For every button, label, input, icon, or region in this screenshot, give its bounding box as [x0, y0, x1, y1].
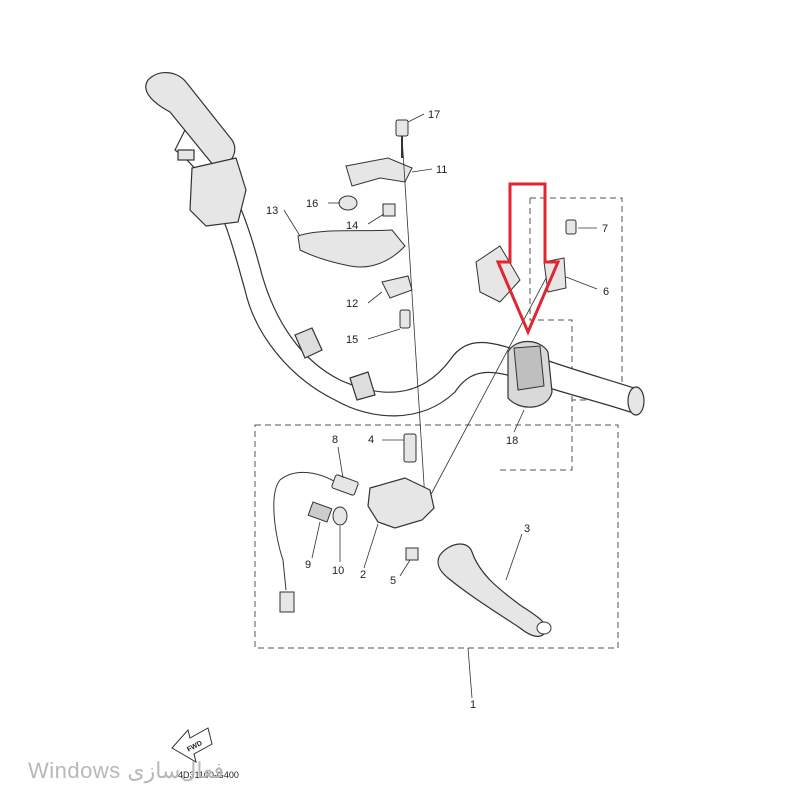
callout-4: 4 — [368, 434, 374, 446]
part-10-washer — [332, 506, 348, 526]
switch-assembly-boundary — [530, 197, 623, 401]
callout-12: 12 — [346, 298, 358, 310]
callout-10: 10 — [332, 565, 344, 577]
handlebar-knurl-left — [294, 327, 323, 359]
callout-2: 2 — [360, 569, 366, 581]
switch-connector — [279, 591, 295, 613]
part-14-nut — [382, 203, 396, 217]
right-grip-end — [627, 386, 645, 416]
assembly-guide-line — [401, 135, 426, 501]
switch-inner-boundary — [500, 198, 573, 471]
part-8-wire — [273, 471, 346, 591]
callout-16: 16 — [306, 198, 318, 210]
callout-15: 15 — [346, 334, 358, 346]
highlight-arrow-icon — [495, 182, 561, 336]
switch-guide-line — [427, 264, 554, 501]
left-grip — [145, 72, 236, 167]
fwd-arrow-icon: FWD — [171, 727, 213, 764]
diagram-code: 4D31100-G400 — [178, 770, 239, 780]
part-11-bracket — [345, 157, 413, 187]
handlebar-knurl-right — [349, 371, 376, 401]
part-13-holder — [297, 229, 406, 268]
callout-14: 14 — [346, 220, 358, 232]
part-7-screw — [565, 219, 577, 235]
callout-6: 6 — [603, 286, 609, 298]
callout-9: 9 — [305, 559, 311, 571]
leader-lines — [283, 113, 598, 699]
part-15-screw — [399, 309, 411, 329]
left-clamp-bolt — [177, 149, 195, 161]
callout-5: 5 — [390, 575, 396, 587]
part-12-plate — [381, 275, 413, 299]
callout-18: 18 — [506, 435, 518, 447]
callout-1: 1 — [470, 699, 476, 711]
callout-11: 11 — [436, 164, 447, 176]
part-2-bracket — [367, 477, 435, 529]
callout-7: 7 — [602, 223, 608, 235]
part-5-nut — [405, 547, 419, 561]
part-9-spring — [307, 501, 333, 523]
part-17-bolt — [395, 119, 409, 137]
part-3-lever-tip — [536, 621, 552, 635]
lever-assembly-boundary — [254, 424, 619, 649]
part-4-bolt — [403, 433, 417, 463]
part-16-cap — [338, 195, 358, 211]
callout-17: 17 — [428, 109, 440, 121]
callout-8: 8 — [332, 434, 338, 446]
windows-activation-watermark: Windows فعال‌سازی — [28, 758, 225, 783]
part-8-adjuster — [331, 474, 359, 496]
left-clamp — [189, 157, 247, 227]
part-3-lever — [437, 543, 547, 637]
callout-3: 3 — [524, 523, 530, 535]
part-6-switch-upper — [475, 245, 521, 303]
assembly-boundaries — [254, 197, 623, 649]
handlebar — [145, 72, 645, 417]
part-18-switch-band — [513, 345, 545, 391]
callout-13: 13 — [266, 205, 278, 217]
